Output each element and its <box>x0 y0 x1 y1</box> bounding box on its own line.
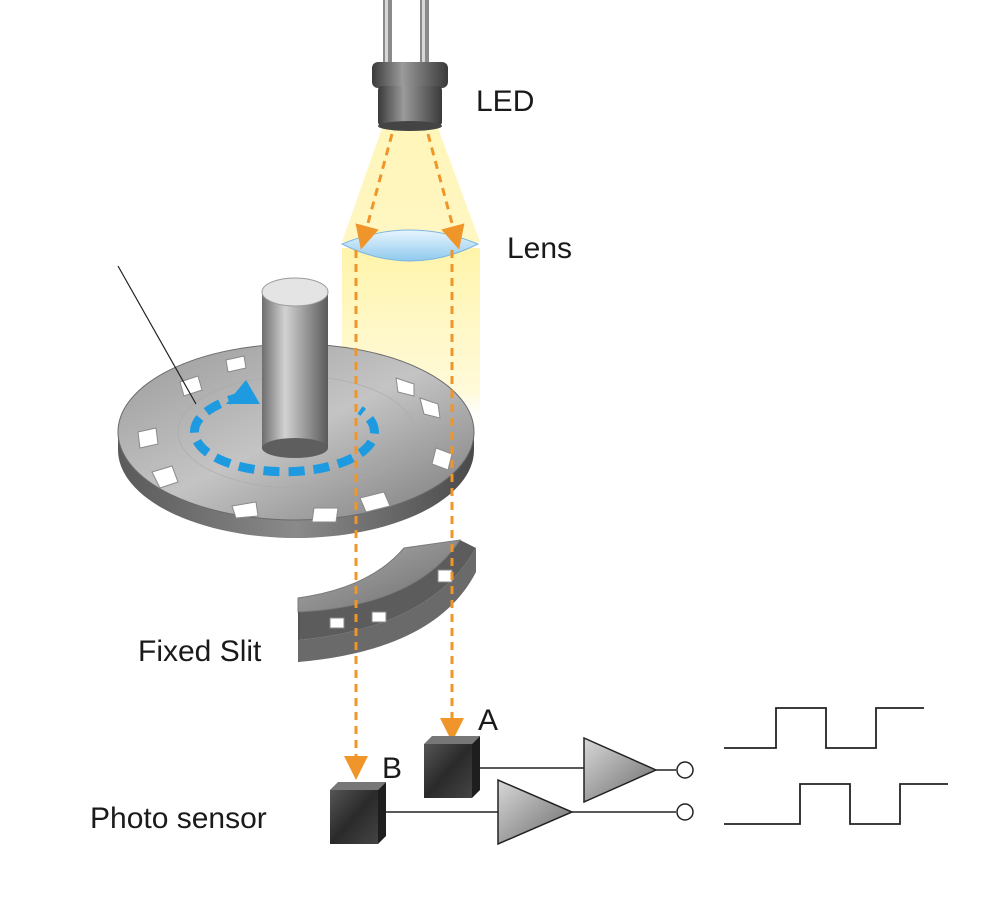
led <box>372 0 448 131</box>
label-photo-sensor: Photo sensor <box>90 802 267 835</box>
label-channel-b: B <box>382 752 402 785</box>
shaft <box>261 277 329 458</box>
disk-slits <box>137 355 453 523</box>
rotation-arrow <box>189 380 379 477</box>
output-terminal-a <box>676 761 694 779</box>
label-channel-a: A <box>478 704 498 737</box>
amplifier-a <box>583 736 658 804</box>
fixed-slit-plate <box>297 539 476 662</box>
photo-sensor-a <box>424 736 480 798</box>
amplifier-b <box>497 778 574 846</box>
label-led: LED <box>476 85 534 118</box>
label-lens: Lens <box>507 232 572 265</box>
photo-sensor-b <box>330 782 386 844</box>
light-paths <box>344 133 465 780</box>
waveform-a <box>724 707 924 749</box>
label-fixed-slit: Fixed Slit <box>138 635 262 668</box>
signal-wires <box>386 767 676 813</box>
light-cone <box>342 128 480 242</box>
disk-pointer-line <box>117 265 197 405</box>
waveform-b <box>724 783 948 825</box>
output-terminal-b <box>676 803 694 821</box>
